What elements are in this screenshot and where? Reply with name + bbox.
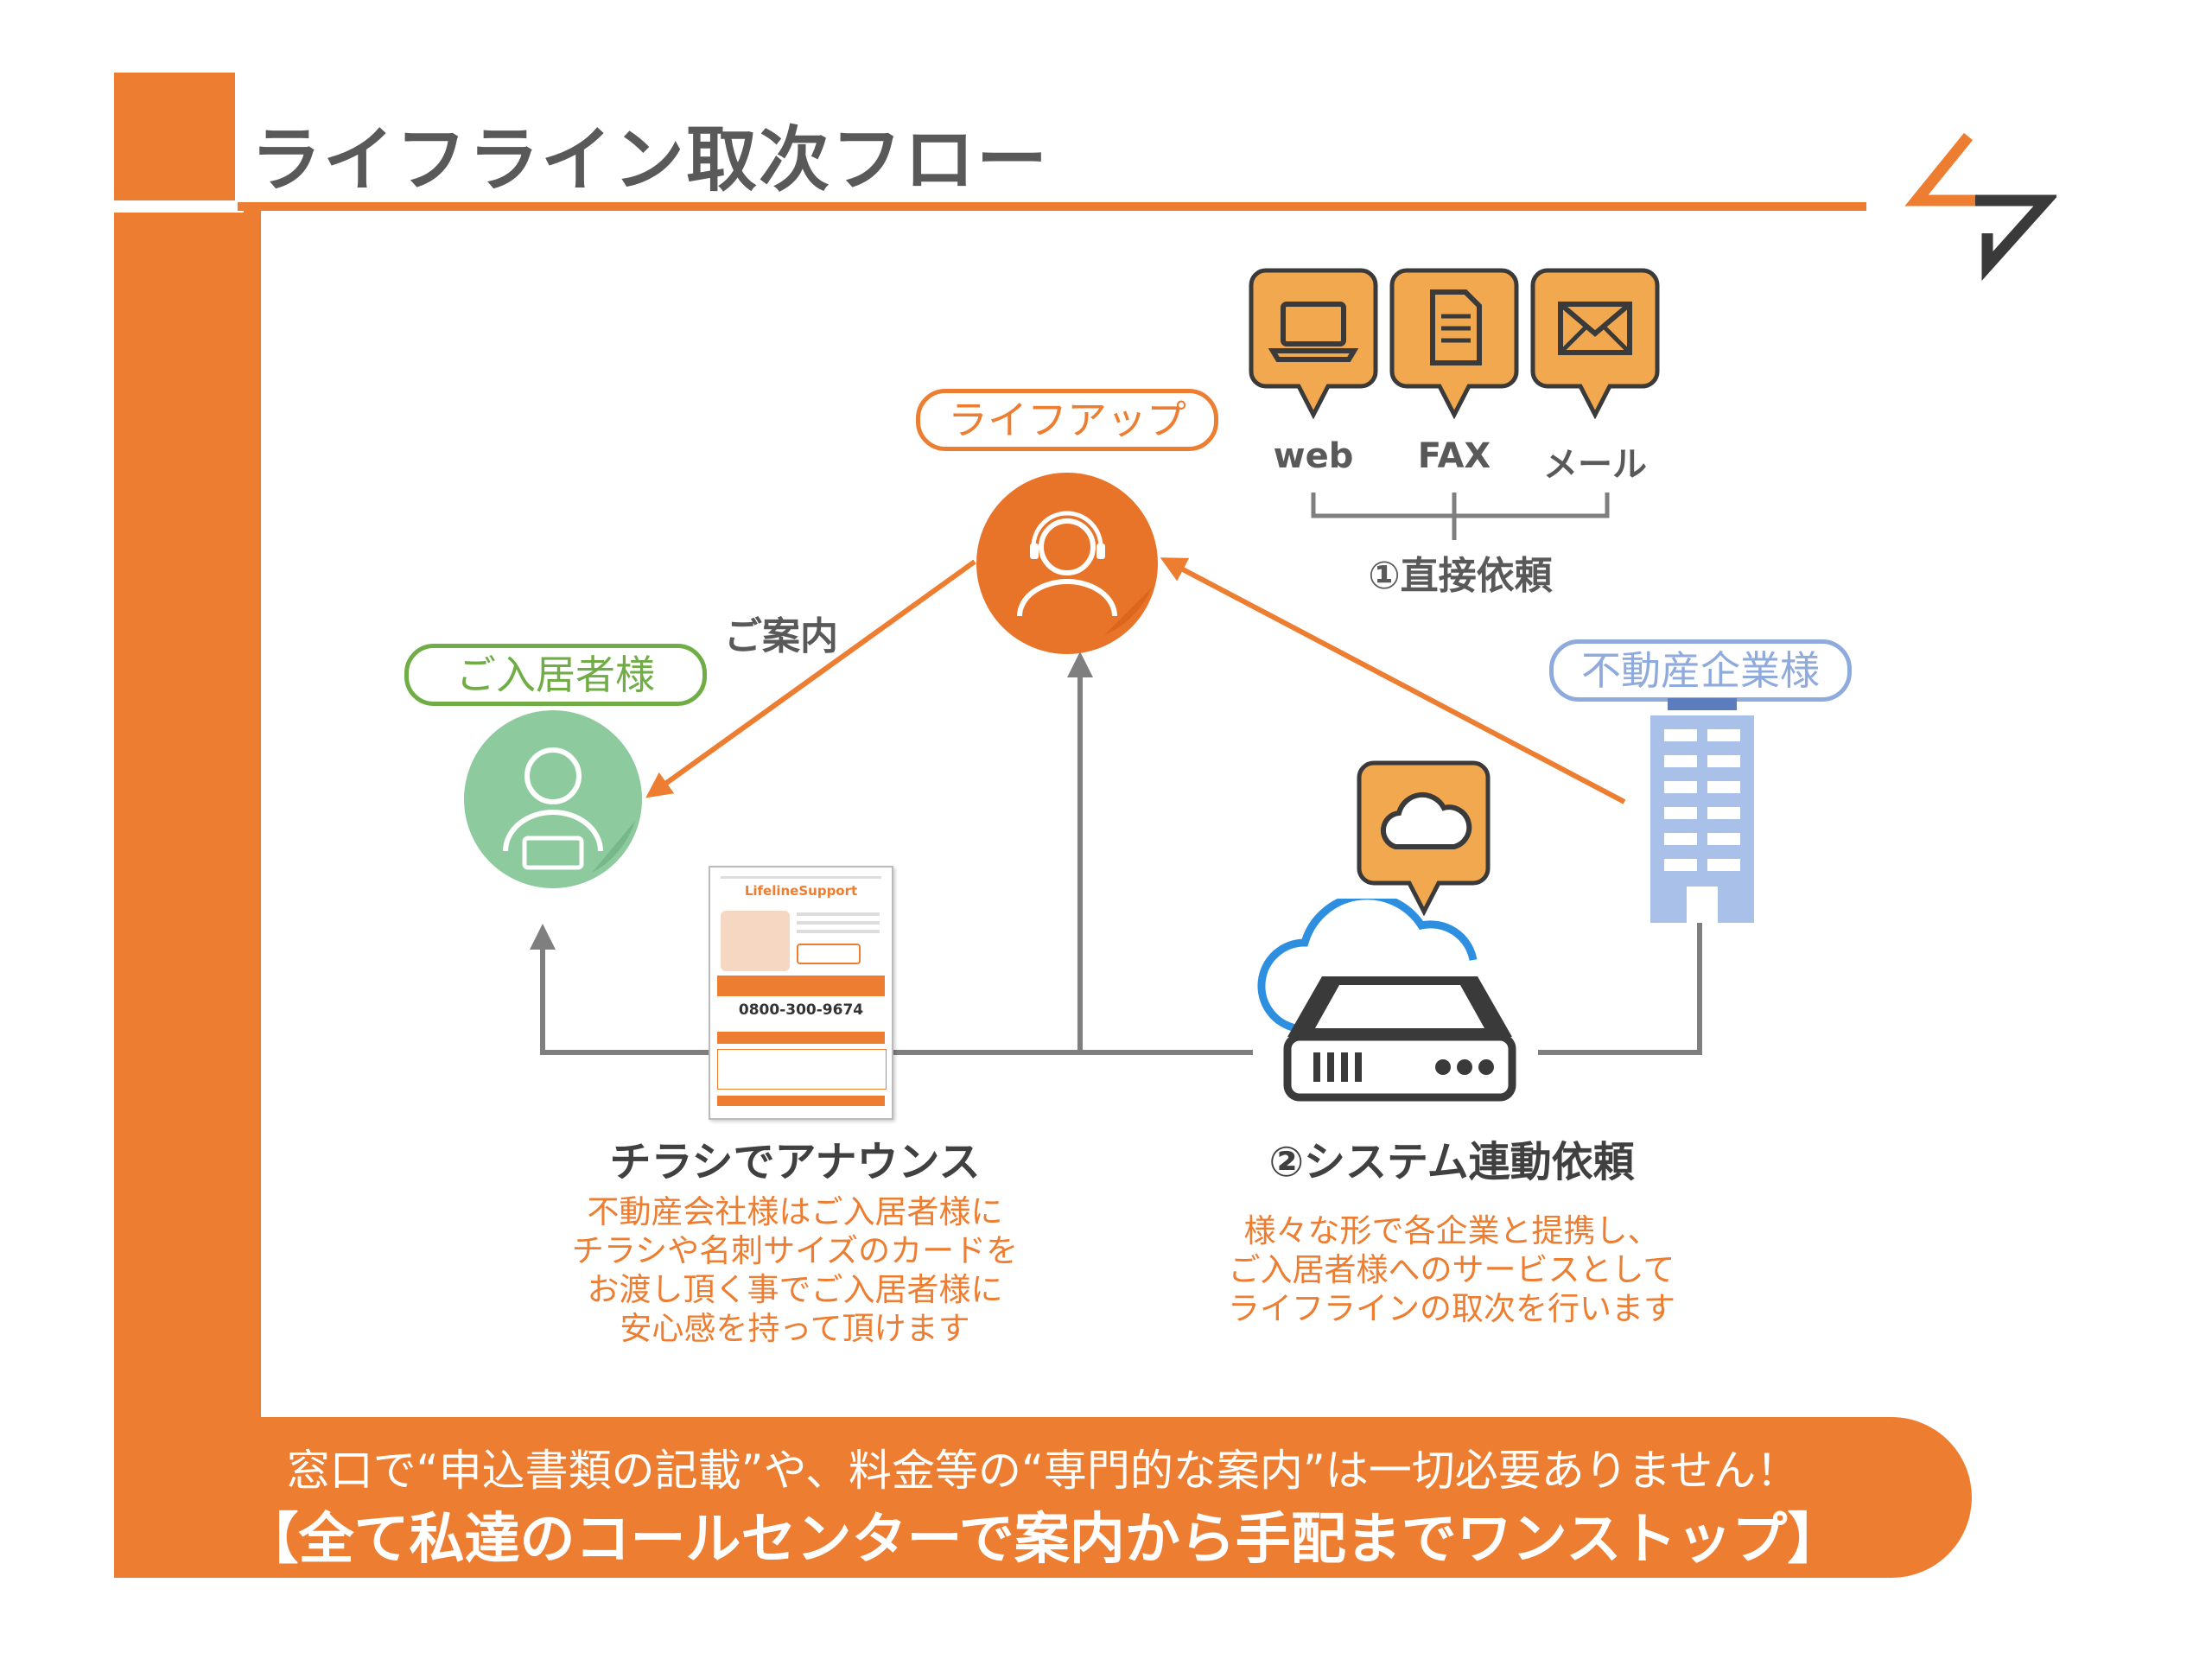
realestate-label: 不動産企業様 [1549, 639, 1852, 702]
channel-label-web: web [1273, 436, 1354, 476]
lifeup-label: ライフアップ [916, 389, 1218, 451]
cloud-bubble-icon [1357, 760, 1491, 916]
flyer-description: 不動産会社様はご入居者様に チラシや名刺サイズのカードを お渡し頂く事でご入居者… [553, 1192, 1037, 1348]
system-desc-line: ライフラインの取次を行います [1228, 1290, 1675, 1327]
arrow-lifeup-to-resident [645, 559, 976, 798]
guide-label: ご案内 [724, 614, 838, 658]
flyer-desc-line: 安心感を持って頂けます [620, 1310, 970, 1347]
system-heading: ②システム連動依頼 [1268, 1138, 1635, 1186]
server-cloud-icon [1257, 899, 1516, 1102]
document-icon [1389, 268, 1519, 419]
banner-line-2: 【全て私達のコールセンターで案内から手配までワンストップ】 [243, 1508, 1843, 1572]
header-divider-gap [114, 200, 244, 213]
channel-label-fax: FAX [1417, 436, 1491, 476]
building-icon [1650, 698, 1754, 923]
operator-icon [976, 473, 1158, 654]
channel-label-mail: メール [1543, 445, 1647, 485]
page-title: ライフライン取次フロー [251, 119, 1050, 201]
system-desc-line: ご入居者様へのサービスとして [1228, 1251, 1675, 1288]
flyer-desc-line: 不動産会社様はご入居者様に [587, 1193, 1003, 1230]
channel-bracket [1311, 493, 1610, 518]
bottom-banner [114, 1417, 1972, 1578]
flyer-logo: LifelineSupport [744, 883, 858, 899]
flyer-heading: チラシでアナウンス [609, 1138, 981, 1186]
brand-logo [1904, 132, 2056, 282]
banner-line-1: 窓口で“申込書類の記載”や、料金等の“専門的な案内”は一切必要ありません！ [286, 1446, 1800, 1496]
resident-icon [464, 710, 642, 888]
resident-label: ご入居者様 [404, 644, 707, 706]
direct-request-label: ①直接依頼 [1368, 554, 1553, 598]
laptop-icon [1249, 268, 1378, 419]
flyer-phone: 0800-300-9674 [738, 1001, 864, 1019]
flyer-desc-line: お渡し頂く事でご入居者様に [587, 1271, 1003, 1308]
line-realestate-to-system [1538, 912, 1702, 1055]
envelope-icon [1530, 268, 1660, 419]
system-desc-line: 様々な形で各企業と提携し、 [1243, 1212, 1660, 1249]
flyer-desc-line: チラシや名刺サイズのカードを [571, 1232, 1019, 1269]
flyer-thumbnail: LifelineSupport 0800-300-9674 [709, 866, 893, 1120]
title-underline [238, 202, 1866, 211]
side-accent-bar [114, 73, 261, 1421]
header-area [235, 73, 1877, 202]
system-description: 様々な形で各企業と提携し、 ご入居者様へのサービスとして ライフラインの取次を行… [1192, 1211, 1711, 1328]
arrow-realestate-to-lifeup [1160, 557, 1626, 804]
